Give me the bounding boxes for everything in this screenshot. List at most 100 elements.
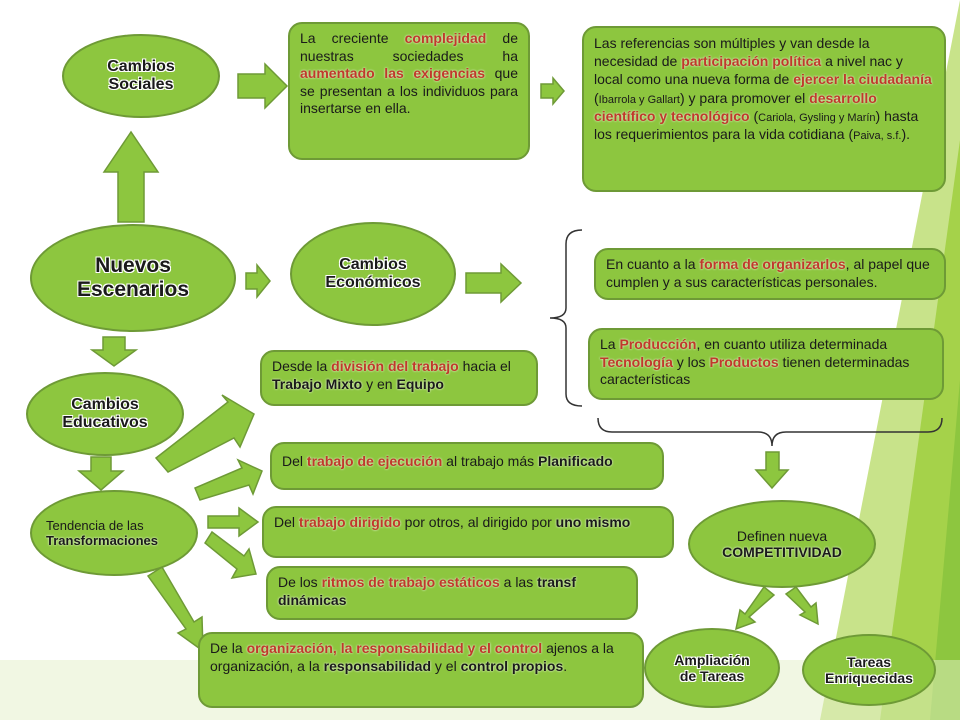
division-box: Desde la división del trabajo hacia el T… [260, 350, 538, 406]
bold-text: Equipo [396, 375, 444, 392]
text: La [600, 336, 620, 352]
referencias-box: Las referencias son múltiples y van desd… [582, 26, 946, 192]
cambios-sociales-oval: Cambios Sociales [62, 34, 220, 118]
text: que se presentan a los individuos para i… [300, 65, 518, 116]
text: Desde la [272, 358, 332, 374]
text: La creciente [300, 30, 405, 46]
dirigido-box: Del trabajo dirigido por otros, al dirig… [262, 506, 674, 558]
bold-text: responsabilidad [323, 657, 431, 674]
bold-text: Planificado [538, 453, 613, 469]
tendencia-line1: Tendencia de las [46, 518, 144, 533]
oval-title-line: Enriquecidas [825, 670, 913, 686]
oval-title-line: Sociales [108, 76, 174, 93]
text: ) hasta los requerimientos para la vida … [594, 107, 919, 143]
arrow-right-escenarios [245, 262, 271, 300]
highlight-text: Producción [619, 336, 697, 352]
highlight-text: aumentado las exigencias [300, 65, 485, 81]
text: hacia el [458, 358, 511, 374]
bracket-left [549, 229, 583, 407]
text: ( [749, 107, 759, 124]
tareas-enriquecidas-oval: Tareas Enriquecidas [802, 634, 936, 706]
highlight-text: participación política [681, 53, 822, 70]
oval-title-line: de Tareas [679, 668, 745, 684]
arrow-right-complejidad [540, 75, 565, 107]
highlight-text: forma de organizarlos [699, 256, 846, 272]
arrow-down-escenarios [89, 336, 139, 367]
bold-text: uno mismo [555, 514, 631, 530]
text: ). [901, 126, 910, 143]
highlight-text: trabajo dirigido [298, 514, 401, 530]
highlight-text: complejidad [404, 30, 487, 46]
organizarlos-box: En cuanto a la forma de organizarlos, al… [594, 248, 946, 300]
oval-title-line: Nuevos [95, 254, 171, 277]
oval-title-line: Económicos [325, 274, 421, 291]
arrow-down-educativos [76, 456, 126, 491]
bold-text: transf dinámicas [278, 574, 577, 608]
cambios-educativos-oval: Cambios Educativos [26, 372, 184, 456]
arrow-up [102, 130, 160, 223]
highlight-text: Productos [709, 353, 779, 370]
highlight-text: organización, la responsabilidad y el co… [246, 640, 543, 656]
arrow-diag-3 [204, 530, 257, 579]
text: En cuanto a la [606, 256, 700, 272]
text: a nivel nac y local como una nueva forma… [594, 53, 903, 88]
highlight-text: Tecnología [600, 353, 673, 370]
text: Del [282, 453, 307, 469]
arrow-right-small [207, 506, 260, 538]
text: de nuestras sociedades ha [300, 30, 518, 64]
arrow-diag-upper [154, 394, 255, 473]
text: De los [278, 574, 322, 590]
arrow-diag-long [146, 565, 204, 653]
competitividad-line2: COMPETITIVIDAD [722, 544, 842, 560]
text: De la [210, 640, 247, 656]
ejecucion-box: Del trabajo de ejecución al trabajo más … [270, 442, 664, 490]
highlight-text: ejercer la ciudadanía [793, 71, 932, 88]
arrow-diag-tareas [784, 585, 819, 626]
arrow-right-sociales [237, 62, 289, 110]
ritmos-box: De los ritmos de trabajo estáticos a las… [266, 566, 638, 620]
highlight-text: desarrollo científico y tecnológico [594, 89, 877, 124]
text: por otros, al dirigido por [400, 514, 556, 530]
competitividad-oval: Definen nueva COMPETITIVIDAD [688, 500, 876, 588]
text: . [563, 657, 568, 674]
competitividad-line1: Definen nueva [736, 528, 828, 544]
bold-text: Trabajo Mixto [272, 375, 363, 392]
text: al trabajo más [442, 453, 538, 469]
arrow-down-competitividad [754, 451, 790, 490]
highlight-text: división del trabajo [331, 358, 459, 374]
ampliacion-oval: Ampliación de Tareas [644, 628, 780, 708]
text: a las [499, 574, 538, 590]
oval-title-line: Cambios [107, 58, 175, 75]
bold-text: control propios [460, 657, 564, 674]
oval-title-line: Cambios [71, 396, 139, 413]
oval-title-line: Escenarios [76, 278, 190, 301]
text: ajenos a la organización, a la [210, 640, 614, 674]
oval-title-line: Ampliación [674, 652, 750, 668]
text: tienen determinadas características [600, 353, 910, 388]
arrow-diag-2 [194, 458, 263, 501]
oval-title-line: Educativos [62, 414, 148, 431]
text: , en cuanto utiliza determinada [696, 336, 888, 352]
text: ( [594, 89, 599, 106]
bg-wedge-dark [930, 380, 960, 720]
text: y en [362, 375, 397, 392]
text: ) y para promover el [679, 89, 810, 106]
citation: Ibarrola y Gallart [598, 93, 680, 106]
nuevos-escenarios-oval: Nuevos Escenarios [30, 224, 236, 332]
organizacion-box: De la organización, la responsabilidad y… [198, 632, 644, 708]
tendencia-oval: Tendencia de las Transformaciones [30, 490, 198, 576]
citation: Paiva, s.f. [853, 130, 902, 143]
oval-title-line: Tareas [846, 654, 892, 670]
oval-title-line: Cambios [339, 256, 407, 273]
complejidad-box: La creciente complejidad de nuestras soc… [288, 22, 530, 160]
tendencia-line2: Transformaciones [46, 533, 158, 548]
text: Del [274, 514, 299, 530]
bracket-bottom [597, 417, 943, 447]
text: Las referencias son múltiples y van desd… [594, 35, 870, 70]
arrow-diag-ampliacion [734, 585, 776, 631]
text: y el [431, 657, 461, 674]
arrow-right-economicos [465, 262, 523, 304]
text: y los [672, 353, 710, 370]
citation: Cariola, Gysling y Marín [758, 111, 876, 124]
